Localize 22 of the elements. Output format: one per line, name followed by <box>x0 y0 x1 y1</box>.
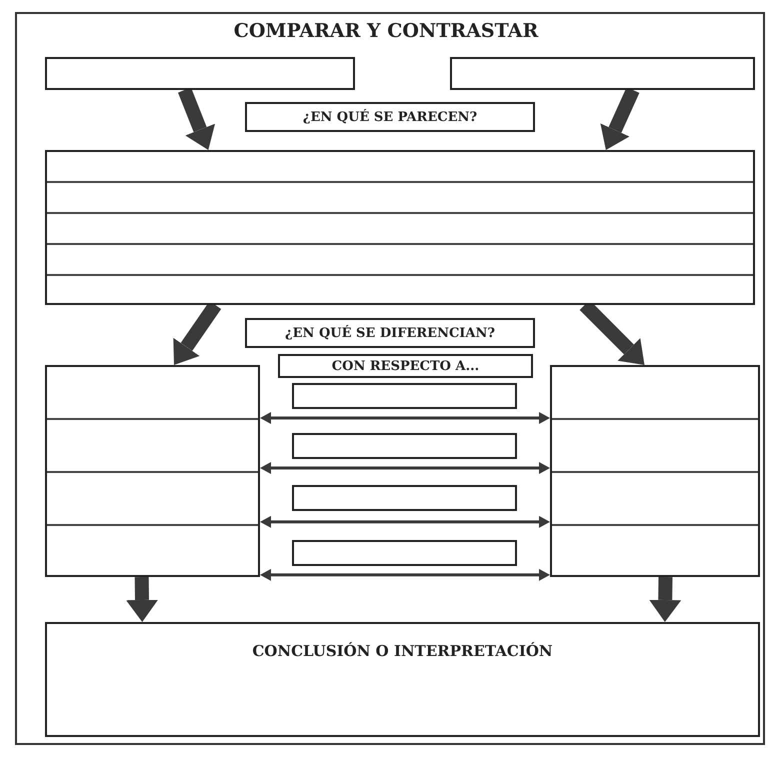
lined-answer-box <box>45 150 755 305</box>
answer-box <box>292 383 517 409</box>
lined-answer-box <box>45 365 260 577</box>
double-arrow <box>260 462 550 474</box>
heading-box: ¿EN QUÉ SE DIFERENCIAN? <box>245 318 535 348</box>
arrow <box>600 87 640 150</box>
double-arrow <box>260 516 550 528</box>
double-arrow <box>260 568 550 581</box>
lined-answer-box <box>550 365 760 577</box>
arrow <box>649 576 682 622</box>
heading-box: CON RESPECTO A... <box>278 354 533 378</box>
answer-box <box>292 433 517 459</box>
title: COMPARAR Y CONTRASTAR <box>232 20 540 42</box>
conclusion-box: CONCLUSIÓN O INTERPRETACIÓN <box>45 622 760 737</box>
answer-box <box>292 540 517 566</box>
double-arrow <box>260 412 550 424</box>
arrow <box>126 576 158 622</box>
heading-box: ¿EN QUÉ SE PARECEN? <box>245 102 535 132</box>
answer-box <box>292 485 517 511</box>
answer-box <box>450 57 755 90</box>
answer-box <box>45 57 355 90</box>
arrow <box>178 87 216 150</box>
